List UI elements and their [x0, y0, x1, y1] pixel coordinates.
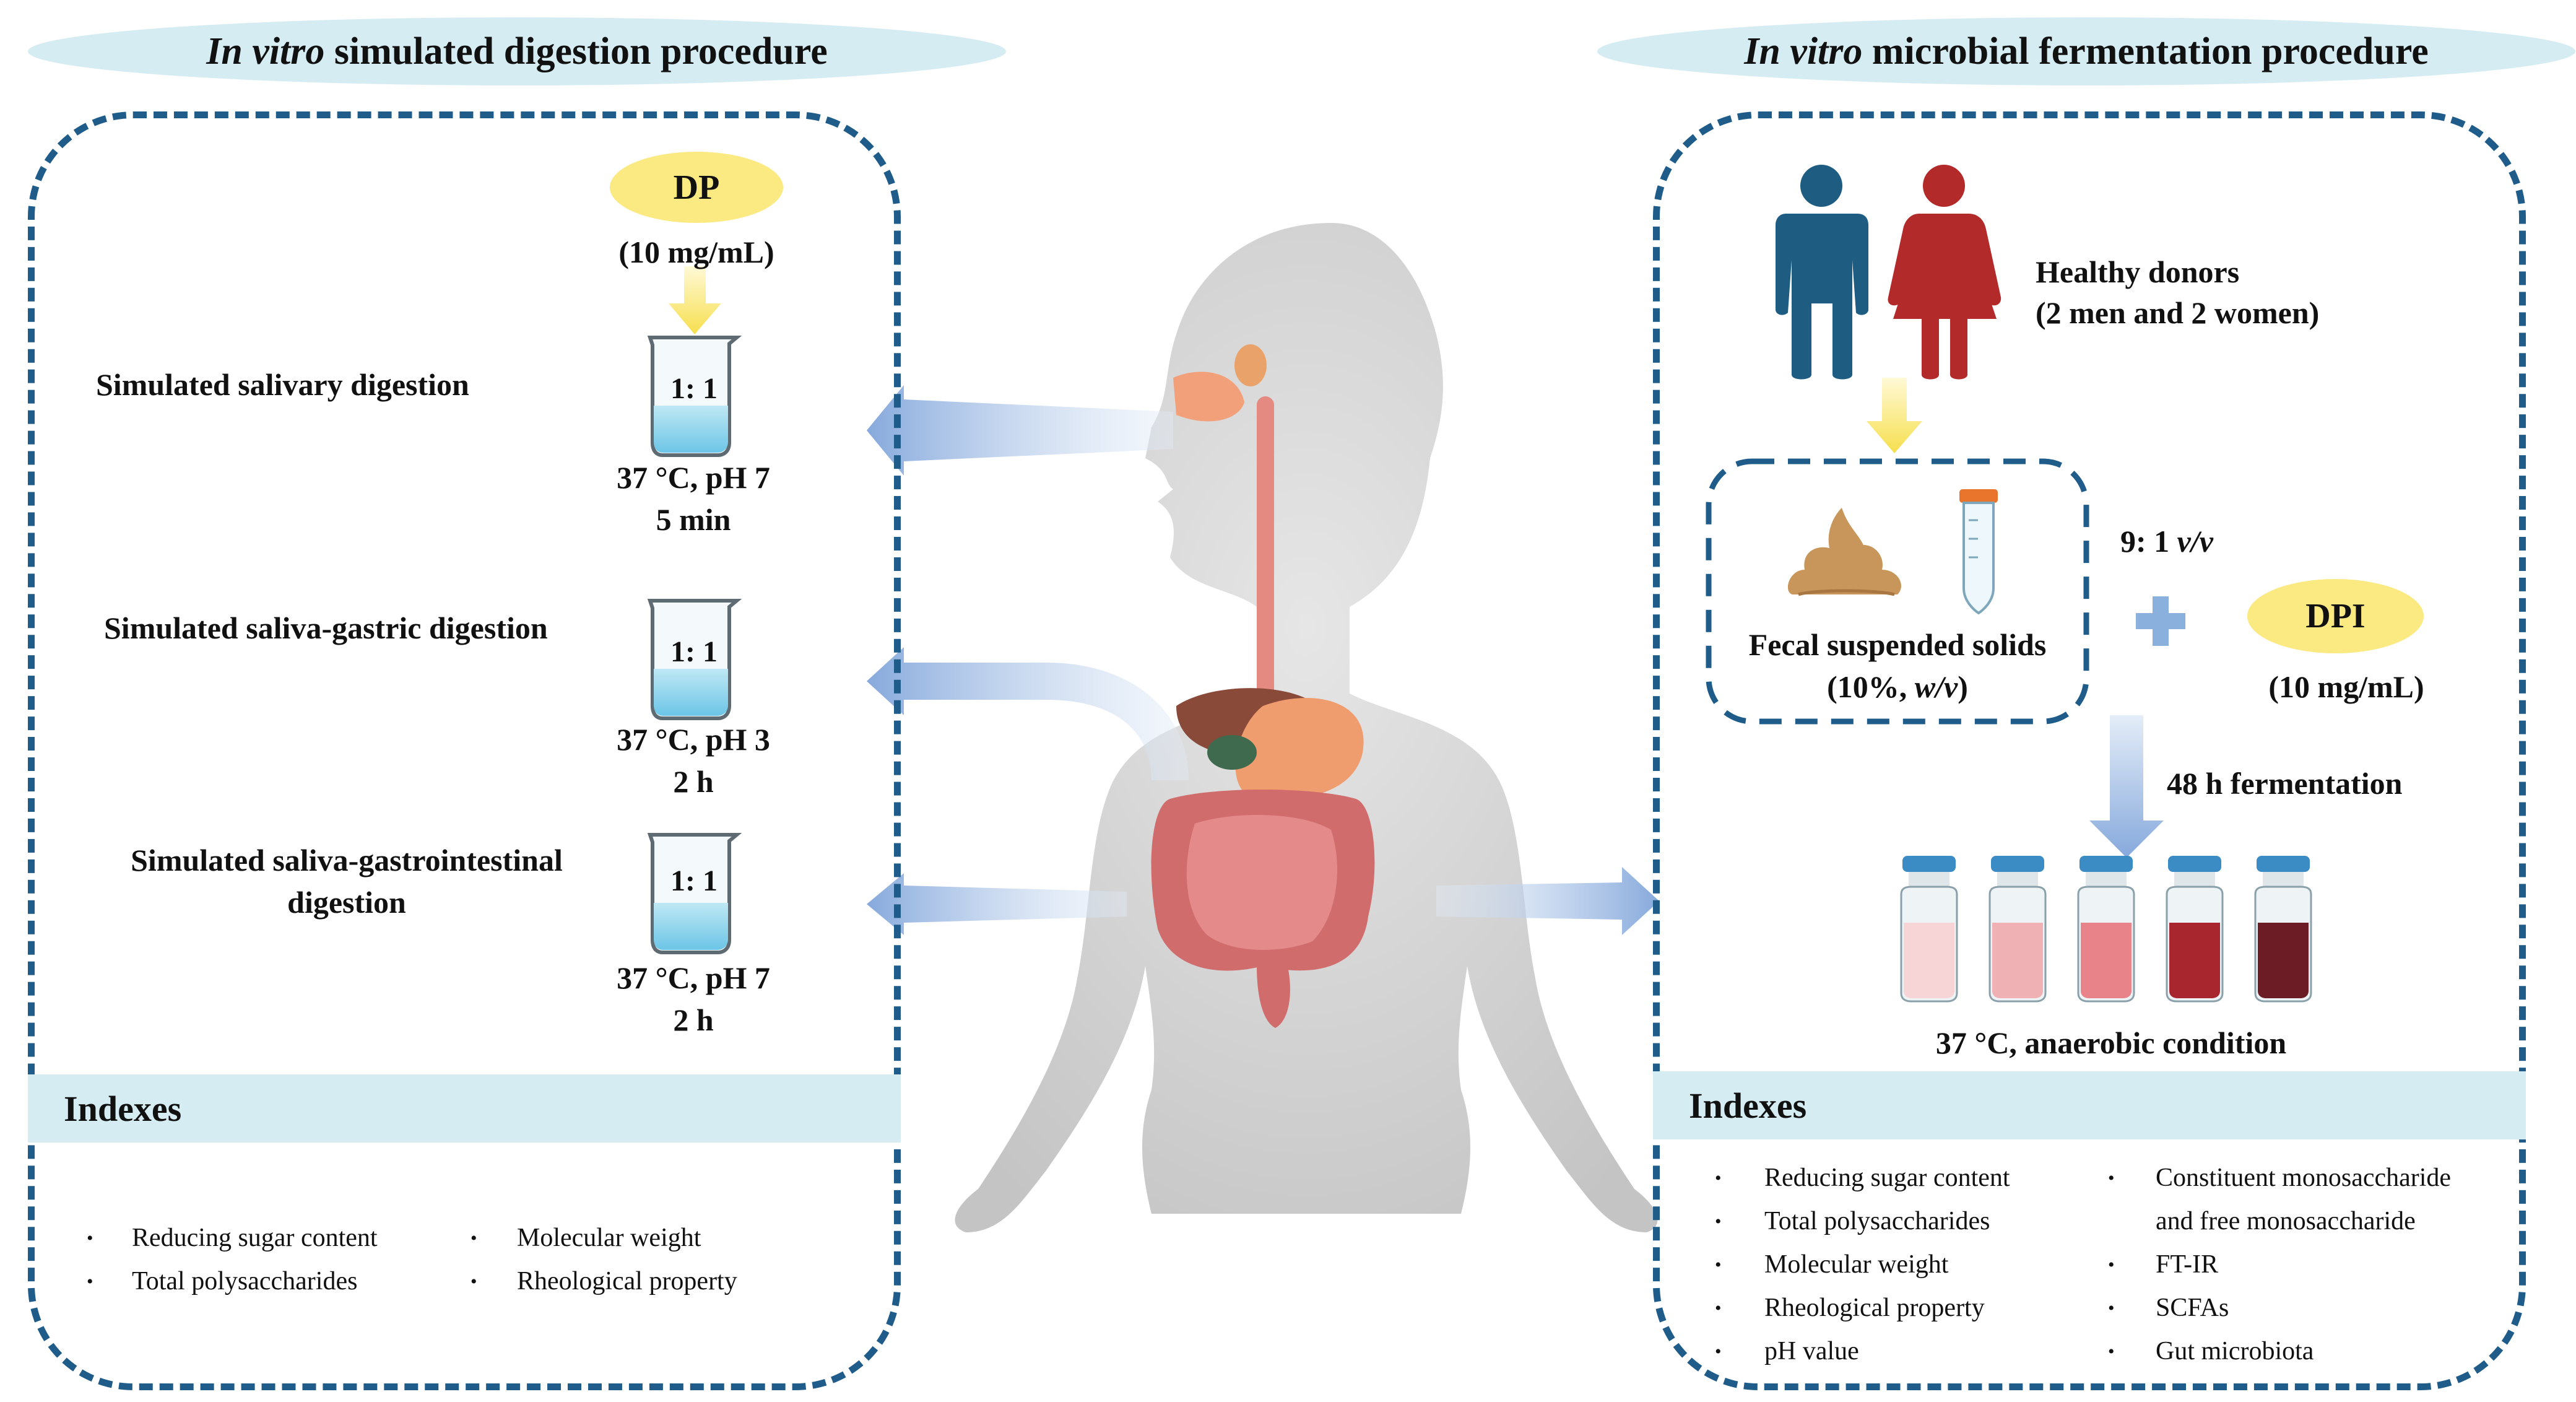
- arrow-icon: [2089, 715, 2164, 858]
- step-2-name: Simulated saliva-gastric digestion: [104, 611, 548, 645]
- fecal-line1: Fecal suspended solids: [1748, 627, 2047, 662]
- left-indexes-header: Indexes: [28, 1074, 901, 1143]
- left-indexes-title: Indexes: [64, 1088, 182, 1129]
- step-1-ratio: 1: 1: [670, 372, 718, 405]
- dp-concentration: (10 mg/mL): [618, 235, 774, 269]
- fecal-line2-italic: w/v: [1914, 669, 1958, 704]
- fecal-line2-post: ): [1958, 669, 1968, 704]
- right-index-item: Total polysaccharides: [1764, 1207, 1990, 1235]
- step-2-cond2: 2 h: [673, 764, 714, 799]
- vial-icon: [2254, 856, 2312, 1003]
- bullet: •: [2108, 1168, 2115, 1188]
- right-indexes-title: Indexes: [1689, 1085, 1807, 1126]
- right-index-item: Gut microbiota: [2156, 1337, 2314, 1365]
- right-title: In vitro microbial fermentation procedur…: [1597, 17, 2575, 85]
- left-index-item: Molecular weight: [517, 1224, 701, 1252]
- bullet: •: [1715, 1341, 1722, 1362]
- beaker-icon: [647, 336, 742, 457]
- mix-ratio-italic: v/v: [2177, 524, 2213, 559]
- bullet: •: [2108, 1298, 2115, 1318]
- dp-label: DP: [673, 168, 720, 207]
- step-3-cond2: 2 h: [673, 1003, 714, 1037]
- bullet: •: [1715, 1211, 1722, 1232]
- bullet: •: [1715, 1298, 1722, 1318]
- condition-label: 37 °C, anaerobic condition: [1935, 1025, 2287, 1060]
- vial-icon: [1988, 856, 2047, 1003]
- dp-ellipse: DP: [610, 152, 783, 223]
- stool-icon: [1787, 508, 1901, 596]
- fecal-line2-pre: (10%,: [1827, 669, 1915, 704]
- vial-icon: [2077, 856, 2135, 1003]
- vial-icon: [2166, 856, 2224, 1003]
- arrow-icon: [1867, 378, 1922, 453]
- dpi-ellipse: DPI: [2247, 579, 2424, 653]
- right-index-item: Reducing sugar content: [1764, 1164, 2010, 1192]
- right-index-item: pH value: [1764, 1337, 1859, 1365]
- dpi-label: DPI: [2305, 597, 2366, 635]
- bullet: •: [2108, 1255, 2115, 1275]
- arrow-icon: [669, 266, 721, 334]
- left-title-rest: simulated digestion procedure: [324, 30, 828, 72]
- right-index-item: and free monosaccharide: [2156, 1207, 2416, 1235]
- fecal-line2: (10%, w/v): [1709, 669, 2086, 705]
- right-index-item: SCFAs: [2156, 1294, 2229, 1322]
- step-1-name: Simulated salivary digestion: [96, 367, 469, 402]
- bullet: •: [471, 1271, 477, 1292]
- right-index-item: Constituent monosaccharide: [2156, 1164, 2452, 1192]
- step-1-cond2: 5 min: [656, 502, 731, 537]
- arrow-icon: [867, 385, 1659, 935]
- beaker-icon: [647, 599, 742, 720]
- bullet: •: [87, 1228, 93, 1248]
- digestive-system-icon: [1151, 344, 1375, 1028]
- step-3-cond1: 37 °C, pH 7: [617, 960, 770, 995]
- step-2-ratio: 1: 1: [670, 635, 718, 668]
- right-title-italic: In vitro: [1744, 30, 1863, 72]
- step-3-name-line1: Simulated saliva-gastrointestinal: [131, 843, 563, 877]
- bullet: •: [471, 1228, 477, 1248]
- fecal-box: [1706, 458, 2089, 725]
- donors-line1: Healthy donors: [2036, 255, 2240, 289]
- dpi-concentration: (10 mg/mL): [2268, 669, 2424, 704]
- bullet: •: [1715, 1255, 1722, 1275]
- left-panel: [28, 111, 901, 1390]
- bullet: •: [87, 1271, 93, 1292]
- left-title: In vitro simulated digestion procedure: [28, 17, 1006, 85]
- step-1-cond1: 37 °C, pH 7: [617, 460, 770, 495]
- step-3-ratio: 1: 1: [670, 864, 718, 897]
- bullet: •: [1715, 1168, 1722, 1188]
- mix-ratio: 9: 1 v/v: [2120, 523, 2213, 559]
- step-2-cond1: 37 °C, pH 3: [617, 722, 770, 757]
- bullet: •: [2108, 1341, 2115, 1362]
- female-figure-icon: [1888, 165, 2001, 380]
- donors-line2: (2 men and 2 women): [2036, 295, 2320, 330]
- left-index-item: Rheological property: [517, 1267, 737, 1295]
- right-index-item: Rheological property: [1764, 1294, 1985, 1322]
- right-indexes-header: Indexes: [1653, 1071, 2526, 1139]
- test-tube-icon: [1959, 489, 1998, 615]
- right-index-item: FT-IR: [2156, 1250, 2219, 1279]
- fermentation-label: 48 h fermentation: [2167, 766, 2403, 801]
- beaker-icon: [647, 833, 742, 954]
- male-figure-icon: [1776, 165, 1868, 380]
- vial-icon: [1900, 856, 1958, 1003]
- right-panel: [1653, 111, 2526, 1390]
- step-3-name-line2: digestion: [287, 885, 406, 920]
- right-index-item: Molecular weight: [1764, 1250, 1949, 1279]
- mix-ratio-pre: 9: 1: [2120, 524, 2177, 559]
- left-index-item: Total polysaccharides: [132, 1267, 358, 1295]
- left-index-item: Reducing sugar content: [132, 1224, 378, 1252]
- left-title-italic: In vitro: [206, 30, 325, 72]
- right-title-rest: microbial fermentation procedure: [1862, 30, 2429, 72]
- plus-icon: [2136, 596, 2185, 646]
